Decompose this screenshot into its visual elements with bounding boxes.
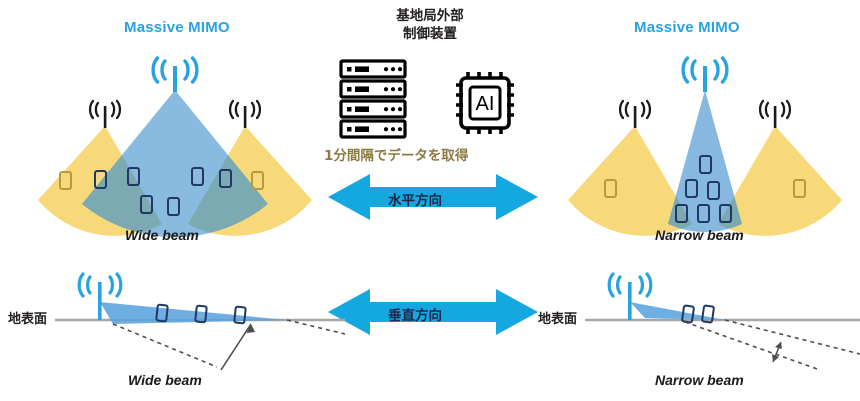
phone-icon [675,204,688,223]
phone-icon [251,171,264,190]
phone-icon [191,167,204,186]
panel-bottom-right-narrow-beam [585,272,860,371]
phone-icon [94,170,107,189]
blue-wide-beam-vertical [100,302,287,324]
caption-bottom-left: Wide beam [128,372,202,388]
center-heading-line2: 制御装置 [403,26,457,42]
side-antenna-icon-left [88,99,122,128]
phone-icon [140,195,153,214]
capture-interval-note: 1分間隔でデータを取得 [324,148,469,164]
massive-mimo-antenna-icon-right [681,56,729,92]
side-antenna-icon-right [758,99,792,128]
massive-mimo-antenna-icon-bottom-left [77,272,123,320]
blue-wide-beam [82,90,268,238]
title-massive-mimo-right: Massive MIMO [634,19,740,36]
phone-icon [167,197,180,216]
caption-bottom-right: Narrow beam [655,372,744,388]
server-rack-icon [339,59,407,139]
phone-icon [793,179,806,198]
panel-bottom-left-wide-beam [55,272,346,371]
yellow-fan-right [718,126,842,236]
massive-mimo-antenna-icon-bottom-right [607,272,653,320]
phone-icon [604,179,617,198]
phone-icon [219,169,232,188]
ground-label-left: 地表面 [8,312,48,327]
side-antenna-icon-right [228,99,262,128]
caption-top-right: Narrow beam [655,227,744,243]
phone-icon [194,304,208,324]
phone-icon [707,181,720,200]
phone-icon [685,179,698,198]
beam-width-arrow [772,341,782,363]
side-antenna-icon-left [618,99,652,128]
center-heading-line1: 基地局外部 [396,8,464,24]
arrow-vertical-label: 垂直方向 [388,308,442,324]
phone-icon [127,167,140,186]
beam-width-arrow [220,323,255,371]
arrow-horizontal-direction [328,174,538,220]
ai-chip-icon: AI [456,72,514,134]
dashed-beam-edges [112,319,346,368]
arrow-horizontal-label: 水平方向 [388,193,442,209]
caption-top-left: Wide beam [125,227,199,243]
arrow-vertical-direction [328,289,538,335]
phone-icon [155,303,169,323]
dashed-beam-edges [684,319,860,371]
yellow-fan-left [568,126,692,236]
ai-chip-label: AI [476,93,495,115]
panel-top-right-narrow-beam [568,56,842,236]
title-massive-mimo-left: Massive MIMO [124,19,230,36]
panel-top-left-wide-beam [38,56,312,238]
phone-icon [719,204,732,223]
massive-mimo-antenna-icon-left [151,56,199,92]
phone-icon [699,155,712,174]
phone-icon [233,305,247,325]
phone-icon [59,171,72,190]
phone-icon [701,304,715,324]
phone-icon [697,204,710,223]
ground-label-right: 地表面 [538,312,578,327]
blue-narrow-beam-vertical [630,302,725,320]
